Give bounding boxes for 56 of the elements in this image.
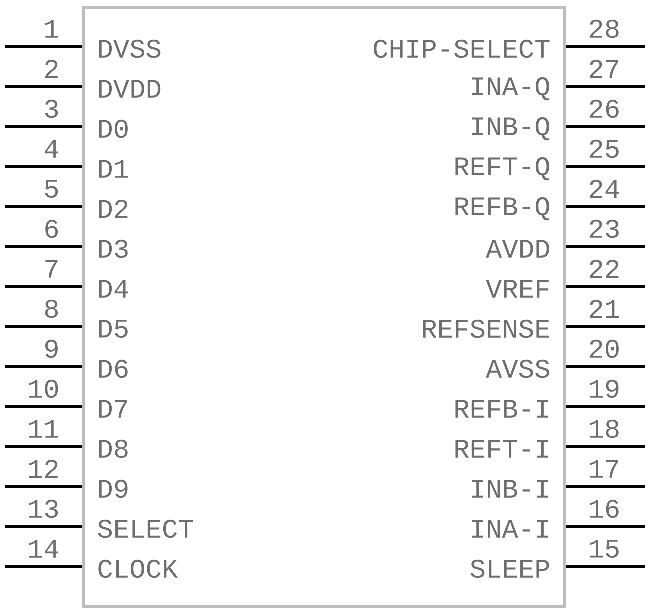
pin-number: 12 bbox=[29, 460, 58, 478]
pin-number: 9 bbox=[45, 340, 58, 358]
pin-name: D8 bbox=[99, 440, 128, 458]
pin-number: 17 bbox=[590, 460, 618, 478]
pin-name: INA-I bbox=[472, 520, 548, 538]
pin-number: 21 bbox=[590, 300, 620, 318]
pin-number: 10 bbox=[29, 380, 58, 398]
pin-name: INA-Q bbox=[472, 77, 550, 101]
pin-name: SELECT bbox=[98, 520, 194, 538]
pin-number: 22 bbox=[590, 260, 619, 278]
pin-name: REFT-Q bbox=[456, 157, 550, 181]
pin-number: 8 bbox=[45, 300, 58, 318]
pin-name: CLOCK bbox=[98, 560, 178, 578]
pin-number: 1 bbox=[46, 20, 58, 38]
pin-name: D5 bbox=[99, 320, 128, 338]
pin-number: 15 bbox=[590, 540, 619, 558]
pin-name: D1 bbox=[99, 160, 128, 178]
pin-name: REFB-Q bbox=[456, 197, 550, 221]
pin-number: 26 bbox=[590, 100, 619, 118]
pin-name: CHIP-SELECT bbox=[374, 40, 550, 58]
pin-name: SLEEP bbox=[470, 560, 550, 578]
pin-name: INB-I bbox=[472, 480, 548, 498]
pin-name: INB-Q bbox=[472, 117, 550, 141]
pin-number: 13 bbox=[29, 500, 58, 518]
pin-number: 20 bbox=[590, 340, 619, 358]
pin-number: 5 bbox=[45, 180, 58, 198]
pin-number: 18 bbox=[590, 420, 619, 438]
pin-name: VREF bbox=[486, 280, 549, 298]
pin-name: AVDD bbox=[486, 240, 550, 258]
pin-number: 11 bbox=[29, 420, 58, 438]
pin-name: REFT-I bbox=[456, 440, 548, 458]
pin-name: D4 bbox=[99, 280, 128, 298]
pin-name: D9 bbox=[99, 480, 128, 498]
pin-number: 28 bbox=[590, 20, 619, 38]
pin-number: 24 bbox=[590, 180, 620, 198]
pin-name: D7 bbox=[99, 400, 128, 418]
pin-number: 14 bbox=[29, 540, 58, 558]
pin-number: 6 bbox=[46, 220, 58, 238]
pin-number: 2 bbox=[46, 60, 58, 78]
pin-name: REFSENSE bbox=[423, 320, 550, 338]
pin-number: 4 bbox=[44, 140, 58, 158]
pin-name: DVDD bbox=[99, 80, 161, 98]
pin-number: 25 bbox=[590, 140, 619, 158]
pin-name: D3 bbox=[99, 240, 128, 258]
pin-number: 16 bbox=[590, 500, 619, 518]
pin-number: 3 bbox=[45, 100, 58, 118]
pin-number: 27 bbox=[590, 60, 618, 78]
pin-number: 19 bbox=[590, 380, 619, 398]
pin-number: 7 bbox=[46, 260, 58, 278]
pin-name: REFB-I bbox=[456, 400, 548, 418]
pin-name: AVSS bbox=[486, 360, 550, 378]
pin-name: D0 bbox=[99, 120, 128, 138]
pin-name: D6 bbox=[99, 360, 128, 378]
pin-name: DVSS bbox=[99, 40, 161, 58]
pin-name: D2 bbox=[99, 200, 128, 218]
pin-number: 23 bbox=[590, 220, 619, 238]
